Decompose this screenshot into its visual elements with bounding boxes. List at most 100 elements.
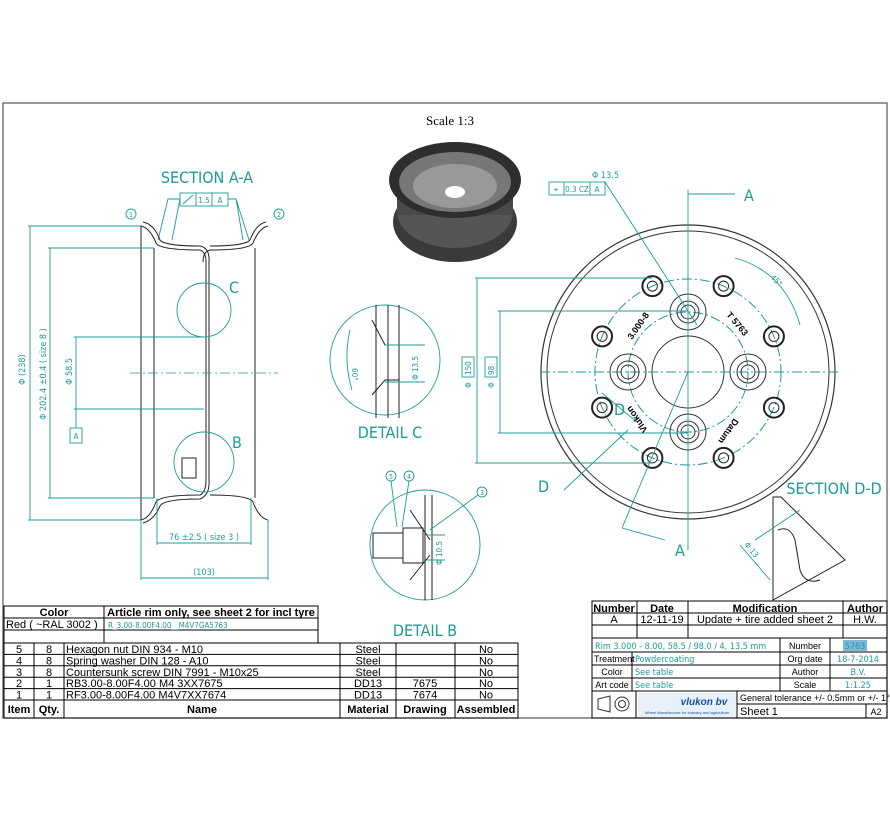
bom-cell: No — [479, 655, 493, 667]
hub-hole-inner — [736, 360, 760, 384]
rim-3d-render — [389, 142, 521, 262]
svg-text:D: D — [614, 400, 625, 419]
bom-cell: Hexagon nut DIN 934 - M10 — [66, 644, 203, 656]
bolt-hole — [712, 446, 735, 469]
bom-cell: 8 — [46, 644, 52, 656]
bom-cell: Spring washer DIN 128 - A10 — [66, 655, 208, 667]
bom-cell: 4 — [16, 655, 22, 667]
svg-text:B.V.: B.V. — [850, 668, 865, 678]
svg-text:Sheet 1: Sheet 1 — [740, 706, 778, 718]
svg-text:Φ: Φ — [464, 382, 473, 388]
bom-cell: Steel — [355, 644, 380, 656]
bom-header-cell: Material — [347, 704, 389, 716]
svg-text:Φ (238): Φ (238) — [18, 354, 28, 385]
svg-text:A: A — [74, 432, 79, 441]
svg-text:Update + tire added sheet 2: Update + tire added sheet 2 — [697, 614, 833, 626]
bom-cell: No — [479, 644, 493, 656]
bolt-hole-inner — [596, 402, 608, 414]
svg-text:Datum: Datum — [716, 417, 740, 446]
bolt-hole-inner — [646, 280, 658, 292]
svg-text:A: A — [744, 186, 754, 205]
bom-cell: No — [479, 667, 493, 679]
svg-text:4: 4 — [407, 473, 411, 481]
svg-text:Φ 202.4 ±0.4 ( size 8 ): Φ 202.4 ±0.4 ( size 8 ) — [39, 328, 49, 420]
bom-header-cell: Assembled — [457, 704, 516, 716]
bom-cell: Countersunk screw DIN 7991 - M10x25 — [66, 667, 259, 679]
front-view — [540, 224, 840, 520]
bom-header-cell: Qty. — [39, 704, 60, 716]
svg-text:Wheel Manufacturer for industr: Wheel Manufacturer for industry and agri… — [645, 710, 730, 715]
svg-text:DETAIL C: DETAIL C — [358, 423, 422, 442]
svg-text:C: C — [229, 278, 239, 297]
detail-b: Φ 10.5 5 4 3 DETAIL B — [369, 470, 488, 640]
svg-text:Red ( ~RAL 3002 ): Red ( ~RAL 3002 ) — [6, 619, 98, 631]
hub-hole-inner — [616, 360, 640, 384]
svg-text:T 5763: T 5763 — [724, 310, 750, 338]
bolt-hole — [762, 325, 785, 348]
svg-text:45°: 45° — [769, 273, 784, 288]
svg-text:Color: Color — [40, 607, 69, 619]
vlukon-logo: vlukon bv Wheel Manufacturer for industr… — [638, 693, 736, 717]
bom-cell: 8 — [46, 667, 52, 679]
bom-cell: 2 — [16, 678, 22, 690]
bom-cell: Steel — [355, 667, 380, 679]
bolt-hole-inner — [646, 452, 658, 464]
bom-cell: 1 — [16, 690, 22, 702]
hub-hole-bore — [620, 364, 636, 380]
svg-text:1: 1 — [129, 211, 133, 219]
svg-text:Φ 10.5: Φ 10.5 — [435, 541, 444, 565]
svg-text:1:1.25: 1:1.25 — [845, 681, 871, 691]
bom-header-cell: Drawing — [403, 704, 446, 716]
svg-text:DETAIL B: DETAIL B — [393, 621, 457, 640]
svg-text:150: 150 — [464, 361, 473, 375]
section-a-a-title: SECTION A-A — [161, 168, 253, 187]
svg-text:76 ±2.5 ( size 3 ): 76 ±2.5 ( size 3 ) — [169, 533, 239, 543]
svg-text:A: A — [610, 614, 618, 626]
svg-text:3: 3 — [480, 489, 484, 497]
svg-text:A2: A2 — [870, 707, 881, 717]
svg-text:Author: Author — [847, 603, 884, 615]
svg-text:Φ 13.5: Φ 13.5 — [592, 171, 619, 181]
svg-text:Scale: Scale — [794, 680, 817, 690]
bom-cell: Steel — [355, 655, 380, 667]
bolt-hole — [591, 325, 614, 348]
svg-text:Powdercoating: Powdercoating — [635, 655, 694, 665]
bom-cell: 7675 — [413, 678, 437, 690]
svg-text:3.000-8: 3.000-8 — [625, 310, 651, 341]
bom-header-cell: Item — [8, 704, 31, 716]
bom-cell: DD13 — [354, 678, 382, 690]
svg-text:General tolerance +/- 0.5mm or: General tolerance +/- 0.5mm or +/- 1° — [740, 693, 890, 703]
section-d-d: SECTION D-D Φ 13 — [739, 479, 882, 601]
svg-text:98: 98 — [487, 365, 496, 375]
bom-cell: 3 — [16, 667, 22, 679]
svg-text:⌖: ⌖ — [554, 185, 559, 194]
svg-text:Rim 3.000 - 8.00, 58.5 / 98.0: Rim 3.000 - 8.00, 58.5 / 98.0 / 4, 13.5 … — [595, 642, 766, 652]
svg-text:See table: See table — [635, 668, 673, 678]
svg-text:60°: 60° — [350, 368, 359, 381]
bolt-hole-inner — [718, 280, 730, 292]
svg-text:0.3 CZ: 0.3 CZ — [565, 185, 589, 194]
svg-text:Φ: Φ — [487, 382, 496, 388]
title-block: Number Date Modification Author A 12-11-… — [591, 600, 890, 719]
color-table: Color Article rim only, see sheet 2 for … — [3, 605, 319, 644]
svg-text:Φ 13: Φ 13 — [742, 541, 760, 560]
svg-text:Author: Author — [792, 667, 819, 677]
svg-text:Number: Number — [593, 603, 635, 615]
bom-cell: DD13 — [354, 690, 382, 702]
bolt-hole-inner — [596, 330, 608, 342]
scale-title: Scale 1:3 — [426, 113, 474, 128]
bom-cell: 8 — [46, 655, 52, 667]
svg-text:Org date: Org date — [787, 654, 822, 664]
svg-text:1.5: 1.5 — [198, 196, 209, 205]
bolt-hole — [712, 275, 735, 298]
bom-cell: No — [479, 678, 493, 690]
svg-text:R_3.00-8.00F4.00__M4V7GA5763: R_3.00-8.00F4.00__M4V7GA5763 — [108, 621, 228, 630]
bolt-hole — [641, 275, 664, 298]
svg-text:A: A — [218, 196, 223, 205]
bom-header-cell: Name — [187, 704, 217, 716]
bom-cell: 1 — [46, 690, 52, 702]
bolt-hole-inner — [768, 402, 780, 414]
svg-text:Φ 58.5: Φ 58.5 — [65, 358, 75, 385]
svg-text:A: A — [675, 541, 685, 560]
